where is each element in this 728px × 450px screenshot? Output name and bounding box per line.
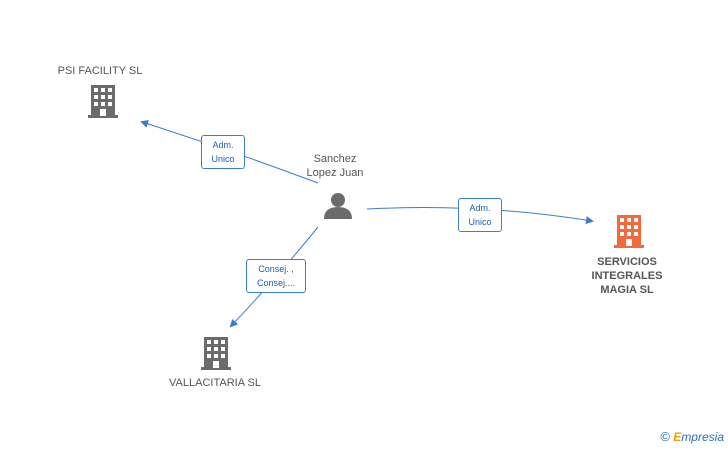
brand-initial: E [673,430,682,444]
edge-label-to-vallacitaria: Consej. , Consej.... [246,259,306,293]
copyright-icon: © [660,429,670,444]
person-icon[interactable] [324,193,352,219]
brand-name: mpresia [681,430,724,444]
node-label-psi[interactable]: PSI FACILITY SL [57,65,143,77]
node-label-person[interactable]: Sanchez Lopez Juan [306,153,364,179]
building-icon-vallacitaria[interactable] [201,337,231,370]
node-label-vallacitaria[interactable]: VALLACITARIA SL [169,377,261,389]
edge-label-to-servicios: Adm. Unico [458,198,502,232]
building-icon-psi[interactable] [88,85,118,118]
building-icon-servicios[interactable] [614,215,644,248]
empresia-logo: © Empresia [660,429,724,444]
edge-label-to-psi: Adm. Unico [201,135,245,169]
node-label-servicios[interactable]: SERVICIOS INTEGRALES MAGIA SL [591,256,663,296]
